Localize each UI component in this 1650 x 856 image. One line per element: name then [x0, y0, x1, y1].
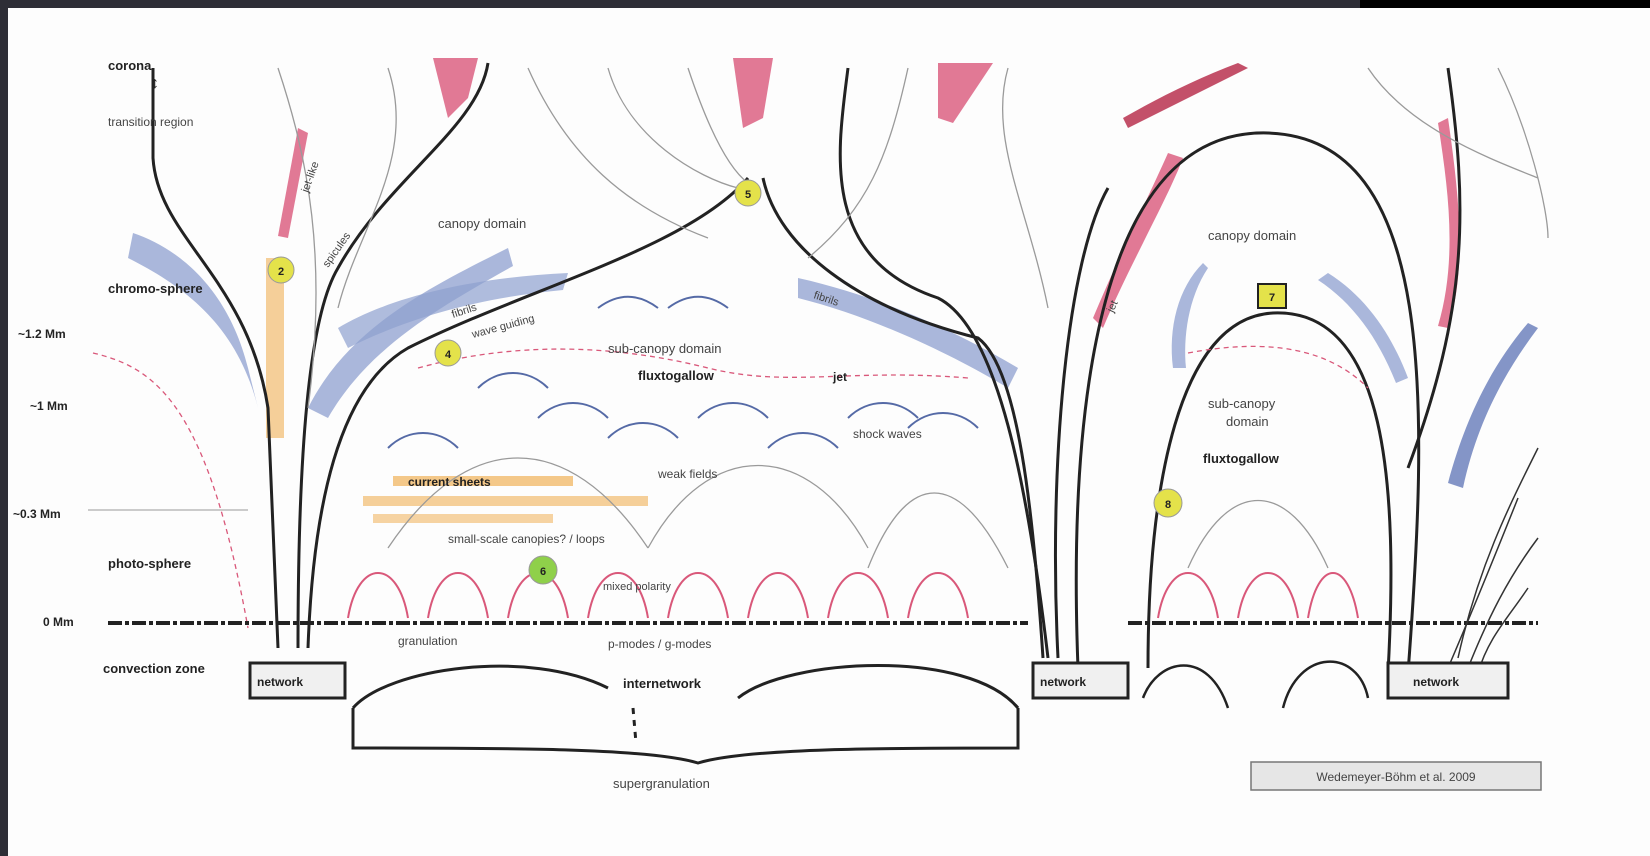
p-modes-label: p-modes / g-modes: [608, 637, 711, 651]
spicule-streak: [1123, 63, 1248, 128]
spicule-streak: [733, 58, 773, 128]
network-label-right: network: [1413, 675, 1459, 689]
dashed-lines: [93, 346, 1368, 628]
small-scale-label: small-scale canopies? / loops: [448, 532, 605, 546]
top-border-dark: [1360, 0, 1650, 8]
photosphere-label: photo-sphere: [108, 556, 191, 571]
marker-label: 7: [1269, 292, 1275, 304]
up-arrow: ↕: [151, 75, 159, 92]
transition-region-label: transition region: [108, 115, 193, 129]
solar-atmosphere-diagram: 2 4 5 6 7 8 corona ↕ transition region c…: [8, 8, 1650, 856]
canopy-domain-right: canopy domain: [1208, 228, 1296, 243]
credit-label: Wedemeyer-Böhm et al. 2009: [1316, 770, 1476, 784]
canopy-domain-left: canopy domain: [438, 216, 526, 231]
height-tick: 0 Mm: [43, 615, 74, 629]
granulation-label: granulation: [398, 634, 457, 648]
internetwork-brackets: [353, 662, 1368, 763]
fluxtogallow-left: fluxtogallow: [638, 368, 715, 383]
current-sheet: [373, 514, 553, 523]
network-label-middle: network: [1040, 675, 1086, 689]
fibril-band: [1448, 323, 1538, 488]
surface-loops: [348, 573, 1358, 618]
fibril-band: [1318, 273, 1408, 383]
height-tick: ~0.3 Mm: [13, 507, 61, 521]
marker-label: 8: [1165, 499, 1171, 511]
diagram-canvas: 2 4 5 6 7 8 corona ↕ transition region c…: [8, 8, 1650, 856]
field-lines-left: [153, 63, 1048, 658]
marker-label: 2: [278, 266, 284, 278]
left-border: [0, 0, 8, 856]
convection-zone-label: convection zone: [103, 661, 205, 676]
mixed-polarity-label: mixed polarity: [603, 581, 671, 593]
sub-canopy-domain-left: sub-canopy domain: [608, 341, 721, 356]
chromosphere-label: chromo-sphere: [108, 281, 203, 296]
internetwork-label: internetwork: [623, 676, 702, 691]
weak-fields-label: weak fields: [657, 467, 717, 481]
sub-canopy-domain-right: sub-canopy: [1208, 396, 1276, 411]
jet-label-left: jet: [832, 370, 847, 384]
network-label-left: network: [257, 675, 303, 689]
sub-canopy-domain-right-2: domain: [1226, 414, 1269, 429]
supergranulation-label: supergranulation: [613, 776, 710, 791]
shock-waves-label: shock waves: [853, 427, 922, 441]
marker-label: 4: [445, 349, 452, 361]
spicule-streak: [938, 63, 993, 123]
fluxtogallow-right: fluxtogallow: [1203, 451, 1280, 466]
corona-label: corona: [108, 58, 152, 73]
marker-label: 5: [745, 189, 751, 201]
marker-label: 6: [540, 566, 546, 578]
spicule-streak: [433, 58, 478, 118]
current-sheets-label: current sheets: [408, 475, 491, 489]
spiral-top-label: jet-like: [299, 160, 321, 195]
height-tick: ~1.2 Mm: [18, 327, 66, 341]
height-tick: ~1 Mm: [30, 399, 68, 413]
